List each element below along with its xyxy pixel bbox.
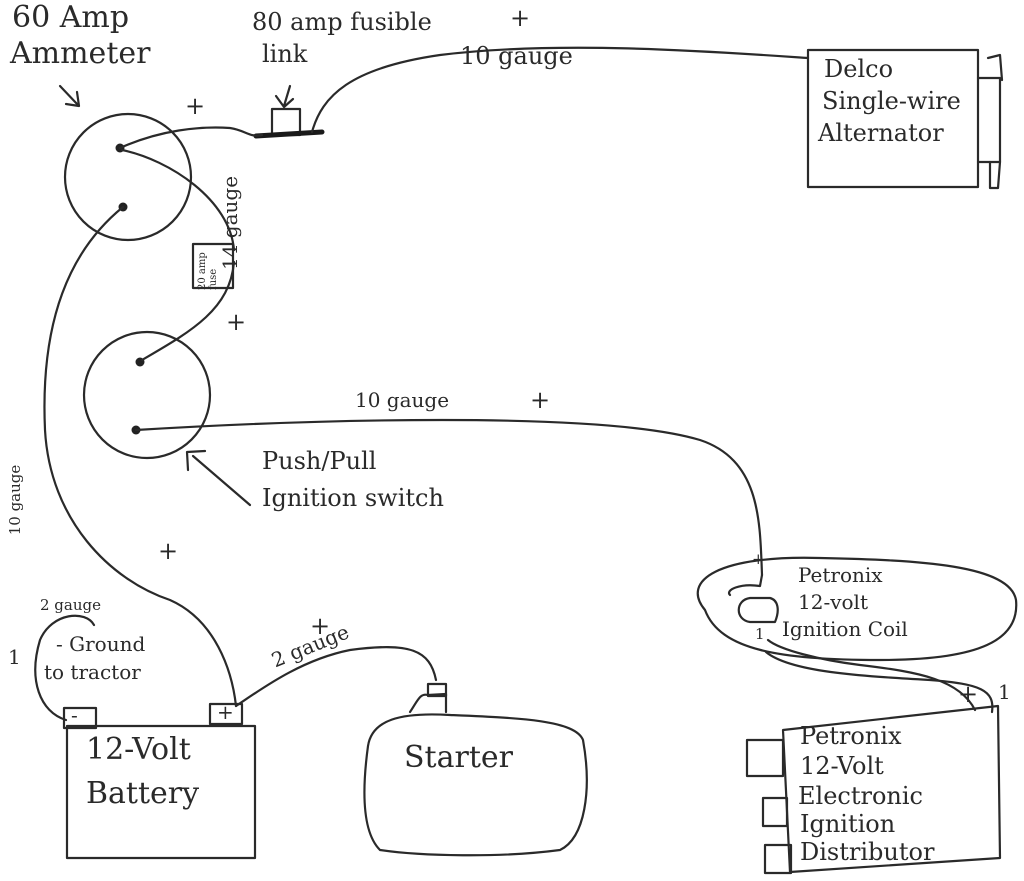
- wire-fusible-alternator: [310, 46, 810, 134]
- coil-label-2: 12-volt: [798, 590, 868, 614]
- distributor-tab-2: [761, 796, 789, 828]
- ground-label-1: - Ground: [56, 632, 146, 656]
- wire-switch-coil: [134, 418, 764, 577]
- plus-coil: +: [752, 550, 765, 568]
- one-distributor: 1: [998, 680, 1011, 704]
- wire-ammeter-fusible: [118, 126, 264, 150]
- starter-body: [363, 713, 588, 857]
- battery-plus-symbol: +: [217, 700, 234, 724]
- wire-ammeter-fuse: [120, 148, 236, 252]
- plus-mid-wire: +: [530, 386, 551, 414]
- wire-ammeter-battery: [43, 205, 238, 708]
- left-wire-gauge-label: 10 gauge: [6, 464, 24, 536]
- coil-plus-lead: [727, 573, 764, 597]
- wire-fuse-switch: [140, 260, 236, 362]
- plus-fuse-wire: +: [226, 308, 247, 336]
- switch-label-2: Ignition switch: [262, 484, 444, 512]
- fusible-link-base: [253, 129, 325, 139]
- top-wire-gauge-label: 10 gauge: [460, 42, 573, 70]
- alternator-label-1: Delco: [824, 55, 894, 83]
- ground-wire: [34, 614, 96, 722]
- battery-positive-terminal: [208, 702, 244, 726]
- wire-battery-starter: [234, 646, 438, 708]
- starter-label: Starter: [404, 740, 513, 775]
- fusible-link-label-1: 80 amp fusible: [252, 8, 432, 36]
- fuse-label: 20 amp fuse: [197, 252, 219, 290]
- distributor-label-4: Ignition: [800, 810, 896, 838]
- ground-gauge-label: 2 gauge: [40, 596, 101, 614]
- ground-label-2: to tractor: [44, 660, 141, 684]
- fuse-wire-gauge-label: 14 gauge: [218, 175, 242, 270]
- alternator-pulley-plate: [976, 76, 1002, 164]
- alternator-box: [806, 48, 980, 189]
- coil-to-distributor-wire1: [766, 638, 977, 712]
- plus-starter-wire: +: [310, 612, 331, 640]
- switch-label-1: Push/Pull: [262, 447, 377, 475]
- coil-to-distributor-wire2: [764, 650, 994, 714]
- ignition-coil-body: [696, 556, 1018, 662]
- battery-box: [65, 724, 257, 860]
- distributor-label-3: Electronic: [798, 782, 923, 810]
- battery-minus-symbol: -: [71, 703, 78, 727]
- fuse-label-1: 20 amp: [197, 252, 208, 290]
- ammeter-arrow: [58, 84, 81, 108]
- distributor-label-5: Distributor: [800, 838, 935, 866]
- distributor-label-1: Petronix: [800, 722, 902, 750]
- coil-terminal-box: [737, 596, 779, 624]
- one-coil: 1: [755, 625, 765, 643]
- ammeter-label-1: 60 Amp: [12, 0, 130, 35]
- plus-left-wire: +: [158, 537, 179, 565]
- switch-arrow: [185, 449, 252, 507]
- alternator-pulley: [986, 53, 1004, 190]
- ground-one: 1: [8, 645, 21, 669]
- coil-label-3: Ignition Coil: [782, 617, 908, 641]
- plus-distributor: +: [958, 680, 979, 708]
- starter-terminal: [426, 682, 448, 698]
- plus-top-wire: +: [510, 4, 531, 32]
- ignition-switch-gauge: [82, 330, 212, 460]
- alternator-label-3: Alternator: [818, 119, 944, 147]
- plus-ammeter-top: +: [185, 92, 206, 120]
- ammeter-label-2: Ammeter: [10, 36, 151, 71]
- distributor-label-2: 12-Volt: [800, 752, 884, 780]
- distributor-tab-3: [763, 843, 793, 875]
- battery-label-1: 12-Volt: [86, 732, 191, 767]
- mid-wire-gauge-label: 10 gauge: [355, 388, 450, 412]
- ammeter-gauge: [63, 112, 193, 242]
- fuse-20-amp: [191, 242, 235, 290]
- coil-label-1: Petronix: [798, 563, 883, 587]
- alternator-label-2: Single-wire: [822, 87, 961, 115]
- distributor-tab-1: [745, 738, 785, 778]
- battery-label-2: Battery: [86, 776, 200, 811]
- battery-negative-terminal: [62, 706, 98, 730]
- fusible-link-label-2: link: [262, 40, 308, 68]
- fusible-link-arrow: [274, 84, 295, 109]
